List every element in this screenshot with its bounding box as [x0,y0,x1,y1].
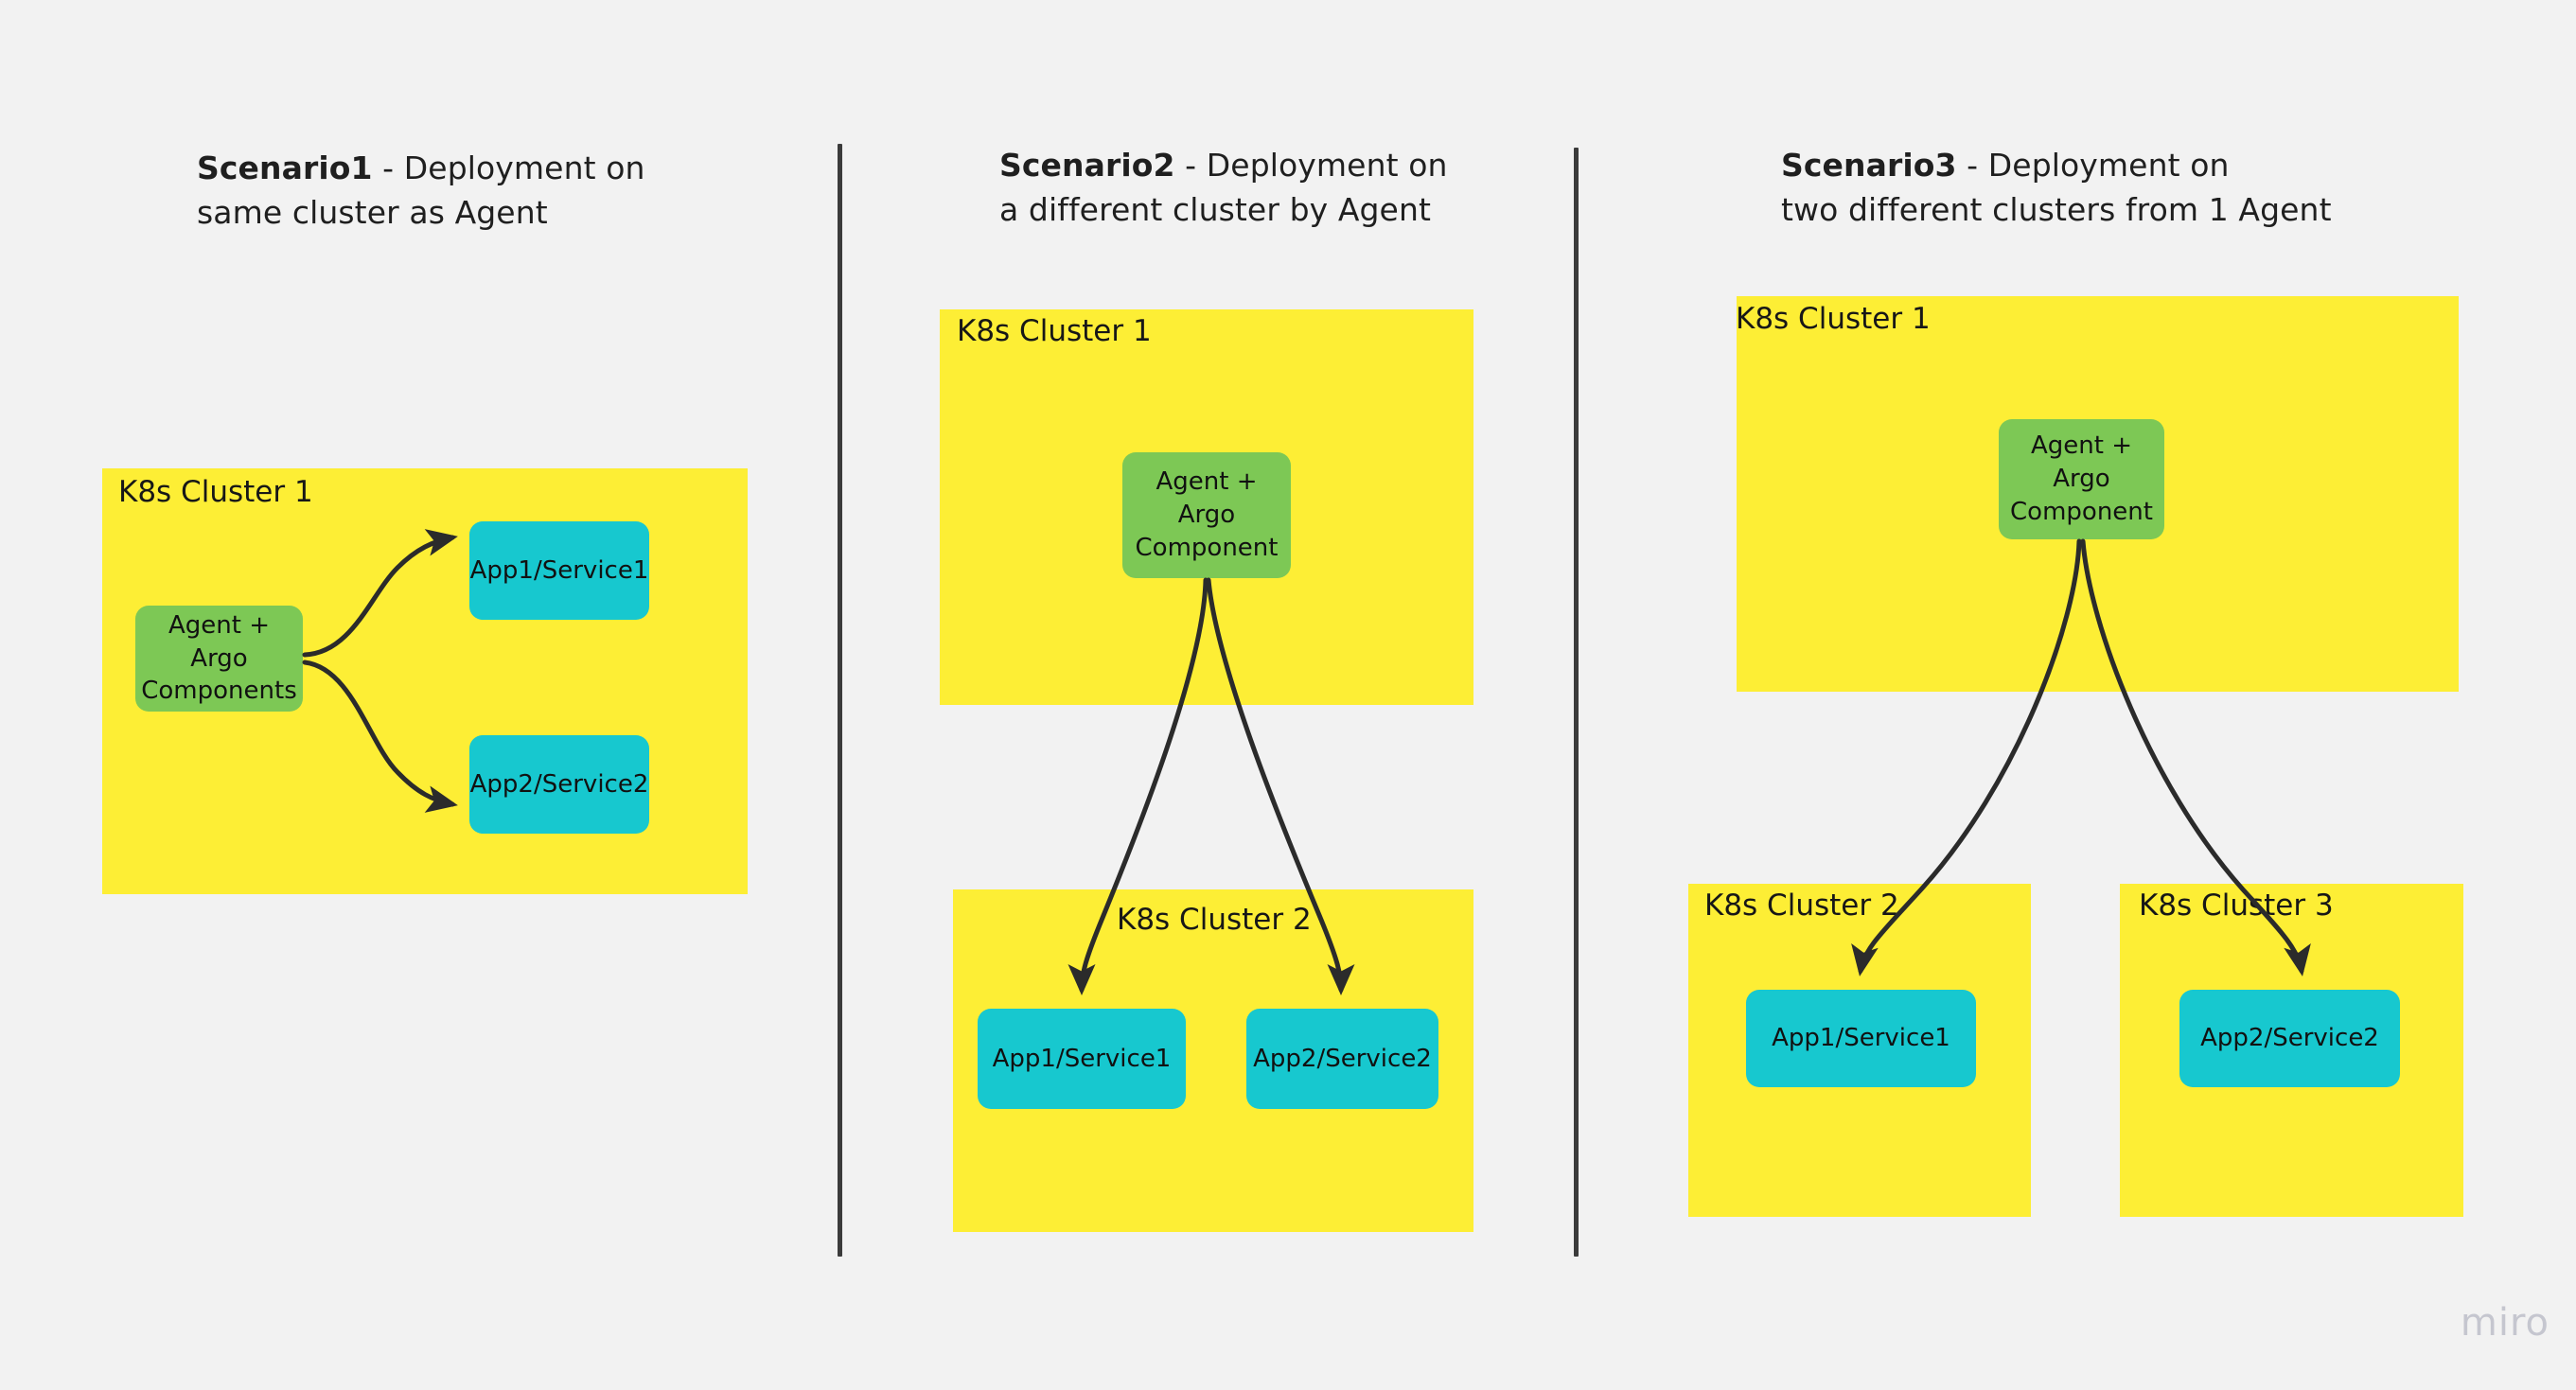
scenario-1-title-rest: - Deployment on same cluster as Agent [197,150,645,231]
scenario-2-title-lead: Scenario2 [999,147,1175,184]
scenario-2-title-rest: - Deployment on a different cluster by A… [999,147,1448,228]
scenario-1-title: Scenario1 - Deployment on same cluster a… [197,147,803,236]
scenario-1-app1-node[interactable]: App1/Service1 [469,521,649,620]
scenario-2-cluster-2-label: K8s Cluster 2 [1117,903,1312,937]
scenario-2-cluster-1-label: K8s Cluster 1 [957,314,1152,348]
scenario-3-title-rest: - Deployment on two different clusters f… [1781,147,2332,228]
scenario-1-agent-node[interactable]: Agent + Argo Components [135,606,303,712]
scenario-1-app2-node[interactable]: App2/Service2 [469,735,649,834]
scenario-3-cluster-3-label: K8s Cluster 3 [2139,889,2334,923]
scenario-3-cluster-1-label: K8s Cluster 1 [1736,302,1931,336]
scenario-3-agent-node[interactable]: Agent + Argo Component [1999,419,2164,539]
scenario-2-app1-node[interactable]: App1/Service1 [978,1009,1186,1109]
scenario-2-agent-node[interactable]: Agent + Argo Component [1122,452,1291,578]
scenario-3-title-lead: Scenario3 [1781,147,1957,184]
miro-watermark: miro [2460,1301,2550,1345]
scenario-3-app2-node[interactable]: App2/Service2 [2179,990,2400,1087]
scenario-1-title-lead: Scenario1 [197,150,373,186]
scenario-2-app2-node[interactable]: App2/Service2 [1246,1009,1438,1109]
scenario-3-cluster-2-label: K8s Cluster 2 [1704,889,1899,923]
scenario-1-cluster-1-label: K8s Cluster 1 [118,475,313,509]
scenario-3-app1-node[interactable]: App1/Service1 [1746,990,1976,1087]
scenario-2-title: Scenario2 - Deployment on a different cl… [999,144,1624,233]
scenario-divider-2 [1574,148,1579,1257]
scenario-divider-1 [838,144,842,1257]
scenario-3-title: Scenario3 - Deployment on two different … [1781,144,2481,233]
